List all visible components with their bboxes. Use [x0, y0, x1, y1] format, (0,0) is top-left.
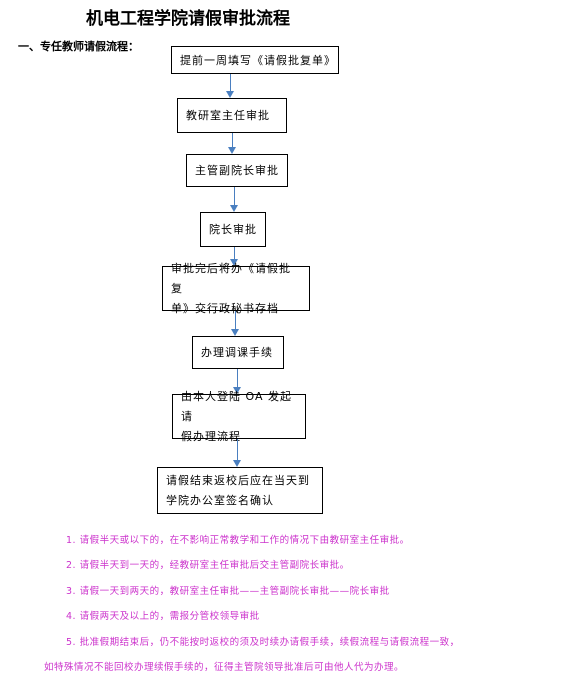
flow-step-confirm: 请假结束返校后应在当天到 学院办公室签名确认 [157, 467, 323, 514]
flow-arrow [230, 247, 240, 266]
flow-step-label: 审批完后将办《请假批复 [171, 261, 291, 295]
section-heading: 一、专任教师请假流程： [18, 40, 139, 53]
page-title: 机电工程学院请假审批流程 [86, 9, 290, 29]
flow-arrow [226, 74, 236, 98]
flow-step-label: 单》交行政秘书存档 [171, 301, 279, 315]
flow-step-archive: 审批完后将办《请假批复 单》交行政秘书存档 [162, 262, 310, 315]
flow-step-label: 院长审批 [209, 223, 257, 236]
flow-step-label: 由本人登陆 OA 发起请 [181, 389, 292, 423]
flow-arrow [233, 439, 243, 467]
note-item: 1. 请假半天或以下的，在不影响正常教学和工作的情况下由教研室主任审批。 [66, 535, 410, 546]
flow-step-label: 办理调课手续 [201, 346, 273, 359]
note-item: 2. 请假半天到一天的，经教研室主任审批后交主管副院长审批。 [66, 560, 350, 571]
flow-arrow [231, 311, 241, 336]
flow-arrow [233, 369, 243, 394]
flow-step-label: 假办理流程 [181, 429, 241, 443]
flow-step-label: 请假结束返校后应在当天到 [166, 473, 310, 487]
note-item: 3. 请假一天到两天的，教研室主任审批——主管副院长审批——院长审批 [66, 586, 390, 597]
flow-step-fill-form: 提前一周填写《请假批复单》 [171, 46, 339, 74]
flow-step-label: 主管副院长审批 [195, 164, 279, 177]
note-item: 5. 批准假期结束后，仍不能按时返校的须及时续办请假手续，续假流程与请假流程一致… [66, 637, 460, 648]
flow-arrow [228, 133, 238, 154]
flow-step-label: 学院办公室签名确认 [166, 493, 274, 507]
flow-arrow [230, 187, 240, 212]
flow-step-label: 提前一周填写《请假批复单》 [180, 53, 336, 67]
note-item: 如特殊情况不能回校办理续假手续的，征得主管院领导批准后可由他人代为办理。 [44, 662, 405, 673]
flow-step-label: 教研室主任审批 [186, 109, 270, 122]
flow-step-reschedule: 办理调课手续 [192, 336, 284, 369]
note-item: 4. 请假两天及以上的，需报分管校领导审批 [66, 611, 260, 622]
flow-step-dean: 院长审批 [200, 212, 266, 247]
flow-step-oa-login: 由本人登陆 OA 发起请 假办理流程 [172, 390, 306, 443]
flow-step-department-head: 教研室主任审批 [177, 98, 287, 133]
flow-step-vice-dean: 主管副院长审批 [186, 154, 288, 187]
